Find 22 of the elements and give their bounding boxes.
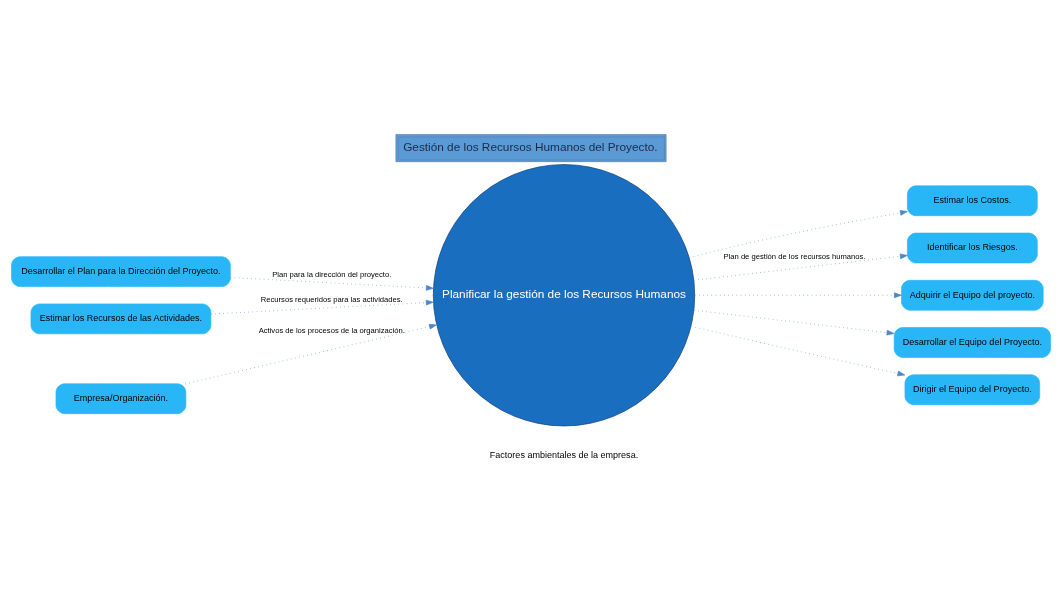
edge-label: Plan de gestión de los recursos humanos. xyxy=(723,251,866,261)
arrow xyxy=(185,323,437,384)
arrow xyxy=(690,325,906,376)
node-box: Identificar los Riesgos. xyxy=(907,232,1038,263)
node-box: Empresa/Organización. xyxy=(55,382,187,414)
node-box: Dirigir el Equipo del Proyecto. xyxy=(904,373,1041,405)
node-box: Adquirir el Equipo del proyecto. xyxy=(901,279,1044,311)
node-circle: Planificar la gestión de los Recursos Humanos xyxy=(432,163,696,426)
node-box: Desarrollar el Equipo del Proyecto. xyxy=(893,326,1051,358)
arrow xyxy=(694,291,902,298)
node-box: Estimar los Recursos de las Actividades. xyxy=(30,303,212,334)
label: Factores ambientales de la empresa. xyxy=(489,449,639,460)
edge-label: Activos de los procesos de la organización. xyxy=(258,325,405,335)
diagram-title: Gestión de los Recursos Humanos del Proyecto. xyxy=(403,139,658,154)
arrow xyxy=(693,309,895,335)
arrow xyxy=(210,299,434,314)
node-box: Estimar los Costos. xyxy=(907,185,1038,216)
edge-label: Plan para la dirección del proyecto. xyxy=(272,269,392,279)
node-box: Desarrollar el Plan para la Dirección del Proyecto. xyxy=(11,255,231,287)
arrow xyxy=(689,209,908,258)
edge-label: Recursos requeridos para las actividades. xyxy=(260,294,403,304)
arrow xyxy=(693,253,908,281)
